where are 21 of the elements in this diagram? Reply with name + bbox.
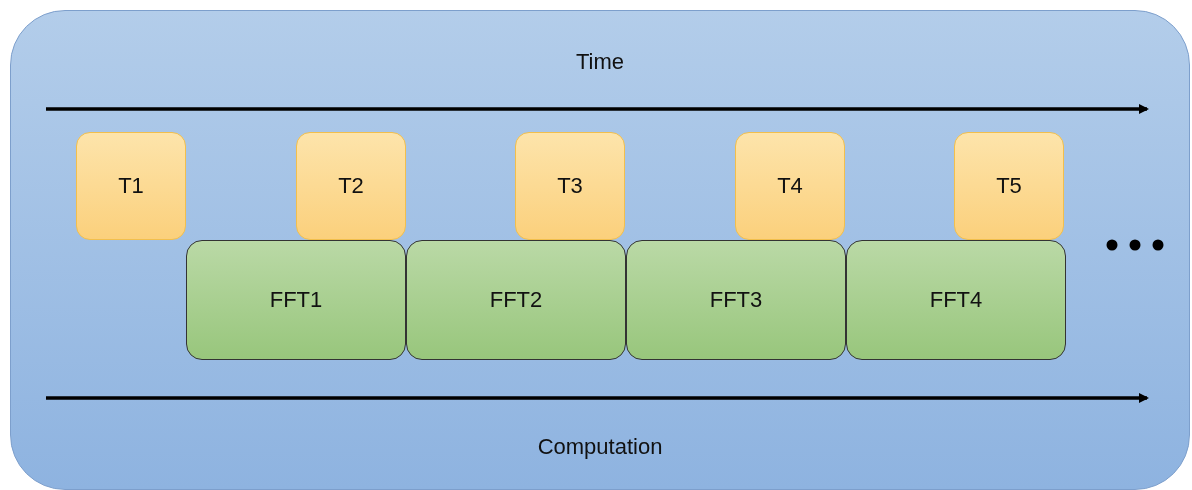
time-slot-box	[296, 132, 406, 240]
box-label: T1	[118, 173, 144, 199]
fft-block	[186, 240, 406, 360]
box-label: T5	[996, 173, 1022, 199]
fft-block	[626, 240, 846, 360]
time-slot-box	[735, 132, 845, 240]
time-slot-box	[954, 132, 1064, 240]
time-slot-box	[515, 132, 625, 240]
box-label: T2	[338, 173, 364, 199]
box-label: FFT4	[929, 287, 983, 313]
box-label: FFT3	[709, 287, 763, 313]
box-label: FFT1	[269, 287, 323, 313]
axis-title: Computation	[537, 434, 663, 459]
fft-block	[846, 240, 1066, 360]
axis-title: Time	[575, 49, 625, 74]
box-label: T3	[557, 173, 583, 199]
box-label: FFT2	[489, 287, 543, 313]
timeline-panel	[10, 10, 1190, 490]
box-label: T4	[777, 173, 803, 199]
fft-block	[406, 240, 626, 360]
time-slot-box	[76, 132, 186, 240]
